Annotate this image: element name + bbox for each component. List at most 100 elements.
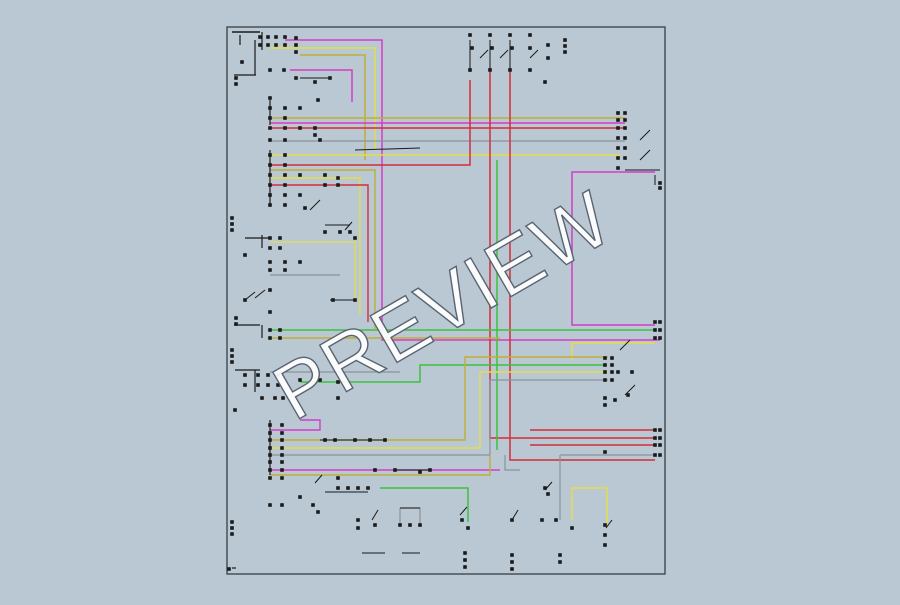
terminal-dot xyxy=(280,468,284,472)
terminal-dot xyxy=(230,348,234,352)
terminal-dot xyxy=(256,383,260,387)
terminal-dot xyxy=(303,206,307,210)
terminal-dot xyxy=(233,408,237,412)
terminal-dot xyxy=(546,56,550,60)
relay-contact xyxy=(639,129,651,141)
terminal-dot xyxy=(630,370,634,374)
terminal-dot xyxy=(603,370,607,374)
terminal-dot xyxy=(294,43,298,47)
terminal-dot xyxy=(298,173,302,177)
terminal-dot xyxy=(280,503,284,507)
terminal-dot xyxy=(603,523,607,527)
terminal-dot xyxy=(268,203,272,207)
terminal-dot xyxy=(268,106,272,110)
terminal-dot xyxy=(658,443,662,447)
terminal-dot xyxy=(653,336,657,340)
terminal-dot xyxy=(653,453,657,457)
terminal-dot xyxy=(333,438,337,442)
terminal-dot xyxy=(658,186,662,190)
terminal-dot xyxy=(468,68,472,72)
terminal-dot xyxy=(283,260,287,264)
terminal-dot xyxy=(366,486,370,490)
terminal-dot xyxy=(468,33,472,37)
terminal-dot xyxy=(268,173,272,177)
terminal-dot xyxy=(260,396,264,400)
terminal-dot xyxy=(316,98,320,102)
terminal-dot xyxy=(508,68,512,72)
wire-red xyxy=(509,72,655,461)
terminal-dot xyxy=(346,486,350,490)
wire-magenta xyxy=(571,171,655,326)
relay-contact xyxy=(344,221,353,231)
terminal-dot xyxy=(283,173,287,177)
wire-yellow xyxy=(270,177,361,315)
terminal-dot xyxy=(336,176,340,180)
terminal-dot xyxy=(373,523,377,527)
terminal-dot xyxy=(543,486,547,490)
terminal-dot xyxy=(331,298,335,302)
terminal-dot xyxy=(336,396,340,400)
terminal-dot xyxy=(268,116,272,120)
terminal-dot xyxy=(298,126,302,130)
wire-yellow xyxy=(571,487,608,525)
wire-layer xyxy=(270,39,660,525)
terminal-dot xyxy=(336,380,340,384)
relay-contact xyxy=(529,49,539,59)
terminal-dot xyxy=(283,116,287,120)
terminal-dot xyxy=(298,106,302,110)
diagram-frame xyxy=(226,26,666,575)
terminal-dot xyxy=(558,553,562,557)
terminal-dot xyxy=(563,50,567,54)
wire-yellow xyxy=(270,47,376,150)
relay-contact xyxy=(499,49,509,59)
terminal-dot xyxy=(268,336,272,340)
terminal-dot xyxy=(463,558,467,562)
switch-bar xyxy=(354,147,421,151)
terminal-dot xyxy=(616,136,620,140)
wire-yellow xyxy=(270,241,356,300)
terminal-dot xyxy=(528,46,532,50)
terminal-dot xyxy=(373,468,377,472)
terminal-dot xyxy=(268,476,272,480)
terminal-dot xyxy=(368,438,372,442)
terminal-dot xyxy=(528,33,532,37)
terminal-dot xyxy=(234,76,238,80)
terminal-dot xyxy=(268,460,272,464)
terminal-dot xyxy=(294,76,298,80)
terminal-dot xyxy=(510,46,514,50)
terminal-dot xyxy=(323,230,327,234)
wire-green xyxy=(300,364,605,383)
terminal-dot xyxy=(428,468,432,472)
terminal-dot xyxy=(540,518,544,522)
terminal-dot xyxy=(653,328,657,332)
terminal-dot xyxy=(603,356,607,360)
terminal-dot xyxy=(276,383,280,387)
terminal-dot xyxy=(258,35,262,39)
terminal-dot xyxy=(268,446,272,450)
terminal-dot xyxy=(280,438,284,442)
terminal-dot xyxy=(393,468,397,472)
terminal-dot xyxy=(230,532,234,536)
wire-gray xyxy=(504,455,520,471)
terminal-dot xyxy=(658,328,662,332)
terminal-dot xyxy=(470,46,474,50)
terminal-dot xyxy=(623,126,627,130)
terminal-dot xyxy=(313,133,317,137)
terminal-dot xyxy=(280,431,284,435)
terminal-dot xyxy=(323,183,327,187)
terminal-dot xyxy=(603,396,607,400)
terminal-dot xyxy=(230,360,234,364)
terminal-dot xyxy=(658,181,662,185)
terminal-dot xyxy=(610,378,614,382)
terminal-dot xyxy=(616,156,620,160)
terminal-dot xyxy=(273,396,277,400)
terminal-dot xyxy=(283,138,287,142)
terminal-dot xyxy=(570,526,574,530)
terminal-dot xyxy=(510,518,514,522)
terminal-dot xyxy=(280,423,284,427)
terminal-dot xyxy=(243,383,247,387)
terminal-dot xyxy=(268,153,272,157)
terminal-dot xyxy=(268,163,272,167)
wire-green xyxy=(380,487,469,522)
terminal-dot xyxy=(230,354,234,358)
